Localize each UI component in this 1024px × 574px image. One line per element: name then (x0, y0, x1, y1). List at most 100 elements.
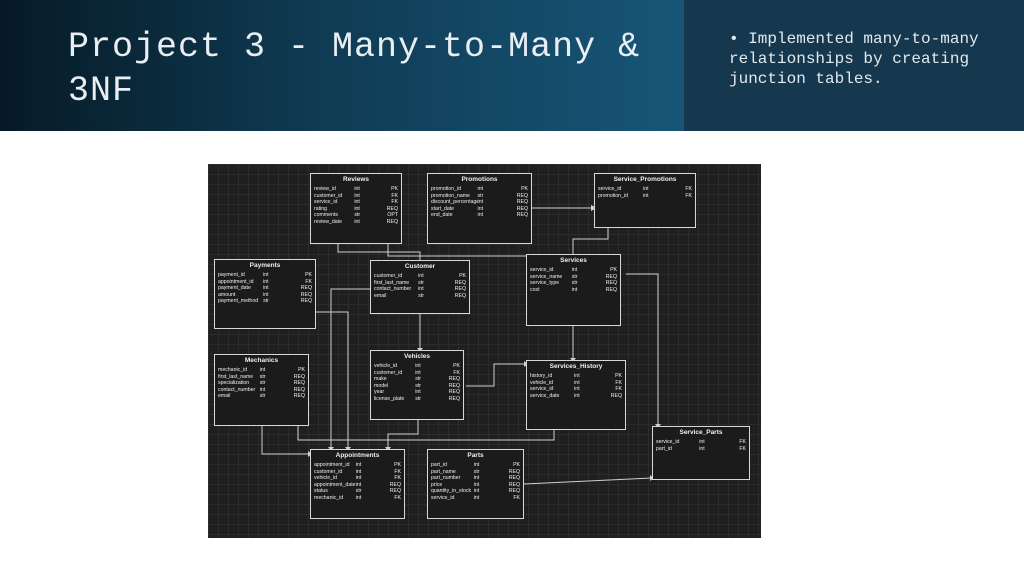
line-vehicles-serviceshistory (466, 363, 526, 387)
field-name: specialization (218, 380, 250, 387)
field-type: int (263, 278, 269, 285)
field-constraint: REQ (508, 468, 520, 475)
field-name: model (374, 382, 389, 389)
field-type: int (355, 468, 362, 475)
field-type: str (355, 488, 362, 495)
field-name: email (374, 292, 387, 299)
field-name: part_number (431, 475, 461, 482)
entity-title: Reviews (342, 176, 370, 183)
field-type: str (571, 273, 578, 280)
entity-title: Payments (249, 262, 281, 269)
field-type: int (571, 267, 578, 273)
field-name: service_id (530, 267, 554, 273)
field-name: service_id (431, 494, 455, 501)
field-constraint: REQ (605, 286, 617, 293)
field-name: review_date (314, 218, 342, 225)
field-constraint: REQ (389, 481, 401, 488)
field-name: vehicle_id (374, 363, 398, 369)
field-name: customer_id (374, 273, 403, 279)
field-name: customer_id (314, 192, 343, 199)
entity-title: Promotions (461, 176, 498, 183)
field-constraint: REQ (516, 205, 528, 212)
slide-bullet: • Implemented many-to-many relationships… (729, 30, 979, 88)
field-type: int (477, 212, 484, 219)
field-type: str (259, 373, 266, 380)
field-name: rating (314, 205, 327, 212)
entity-title: Mechanics (244, 357, 279, 364)
field-name: vehicle_id (314, 475, 338, 482)
field-constraint: FK (391, 192, 398, 199)
field-name: email (218, 393, 231, 400)
field-constraint: PK (513, 462, 520, 468)
field-name: end_date (431, 212, 453, 219)
field-name: appointment_id (314, 462, 350, 468)
slide-header-right-panel (684, 0, 1024, 131)
relationship-lines (261, 205, 661, 485)
field-type: str (415, 376, 422, 383)
field-name: quantity_in_stock (431, 488, 472, 495)
entity-title: Services (560, 257, 587, 264)
field-name: service_id (598, 186, 622, 192)
field-type: int (473, 481, 480, 488)
field-type: int (477, 186, 484, 192)
line-customer-appointments (330, 288, 370, 449)
field-name: service_id (656, 439, 680, 445)
line-reviews-services (387, 244, 529, 257)
field-constraint: REQ (448, 376, 460, 383)
field-constraint: PK (391, 186, 398, 192)
field-constraint: PK (394, 462, 401, 468)
field-name: status (314, 488, 328, 495)
field-constraint: REQ (454, 279, 466, 286)
field-type: int (355, 475, 362, 482)
field-constraint: PK (459, 273, 466, 279)
entity-title: Services_History (549, 363, 603, 370)
field-name: promotion_id (598, 192, 628, 199)
field-name: mechanic_id (218, 367, 248, 373)
field-type: int (473, 488, 480, 495)
field-type: int (477, 205, 484, 212)
field-constraint: REQ (605, 280, 617, 287)
line-vehicles-appointments (387, 420, 419, 449)
field-constraint: PK (521, 186, 528, 192)
line-mechanics-appointments-2 (297, 426, 555, 441)
field-name: year (374, 389, 385, 396)
field-name: appointment_date (314, 481, 356, 488)
field-constraint: PK (453, 363, 460, 369)
field-name: contact_number (218, 386, 256, 393)
field-constraint: FK (394, 468, 401, 475)
field-name: comments (314, 212, 338, 219)
field-name: service_type (530, 280, 560, 287)
field-type: str (473, 468, 480, 475)
line-payments-appointments (316, 311, 349, 449)
slide-title: Project 3 - Many-to-Many & 3NF (68, 27, 641, 111)
field-name: history_id (530, 373, 553, 379)
field-constraint: REQ (508, 475, 520, 482)
field-name: amount (218, 291, 236, 298)
field-constraint: REQ (386, 205, 398, 212)
